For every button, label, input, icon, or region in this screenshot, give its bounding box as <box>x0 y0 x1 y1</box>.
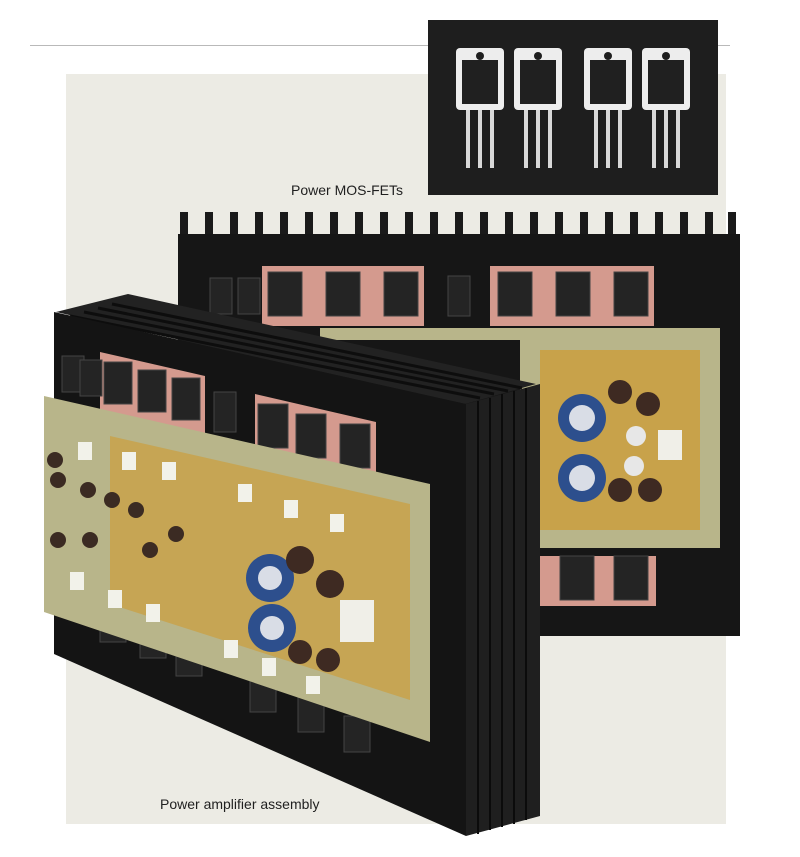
mosfet-icon <box>456 48 690 168</box>
divider-line <box>30 45 730 46</box>
mosfet-caption: Power MOS-FETs <box>291 182 404 198</box>
amplifier-caption: Power amplifier assembly <box>160 796 320 812</box>
capacitor-icon <box>246 546 344 672</box>
mosfet-inset-photo <box>428 20 718 195</box>
front-heatsink-icon <box>44 294 540 836</box>
